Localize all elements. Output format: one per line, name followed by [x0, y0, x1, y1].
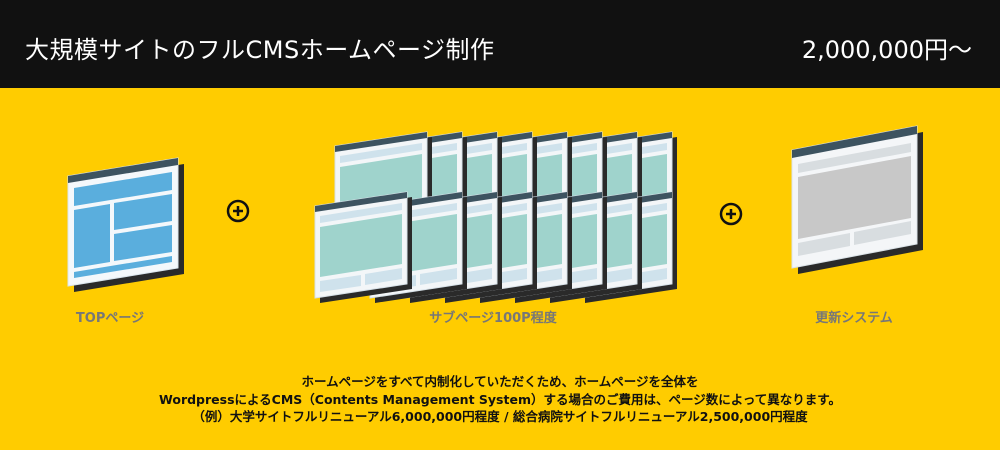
header-bar: 大規模サイトのフルCMSホームページ制作 2,000,000円〜: [0, 0, 1000, 88]
sub-pages-illustration: [314, 131, 678, 304]
pricing-note: ホームページをすべて内制化していただくため、ホームページを全体を Wordpre…: [0, 373, 1000, 426]
plus-icon: [719, 202, 743, 226]
note-line: WordpressによるCMS（Contents Management Syst…: [159, 391, 841, 407]
sub-pages-label: サブページ100P程度: [429, 311, 557, 326]
note-line: ホームページをすべて内制化していただくため、ホームページを全体を: [301, 374, 699, 389]
update-system-label: 更新システム: [815, 311, 893, 326]
page-title: 大規模サイトのフルCMSホームページ制作: [25, 36, 495, 64]
top-page-label: TOPページ: [75, 311, 145, 326]
update-system-illustration: [791, 125, 924, 275]
price-label: 2,000,000円〜: [801, 36, 972, 64]
note-line: （例）大学サイトフルリニューアル6,000,000円程度 / 総合病院サイトフル…: [192, 409, 808, 424]
top-page-illustration: [67, 157, 185, 293]
diagram-area: TOPページ サブページ100P程度 更新システム ホームページをすべて内制化し…: [0, 88, 1000, 450]
plus-icon: [226, 199, 250, 223]
